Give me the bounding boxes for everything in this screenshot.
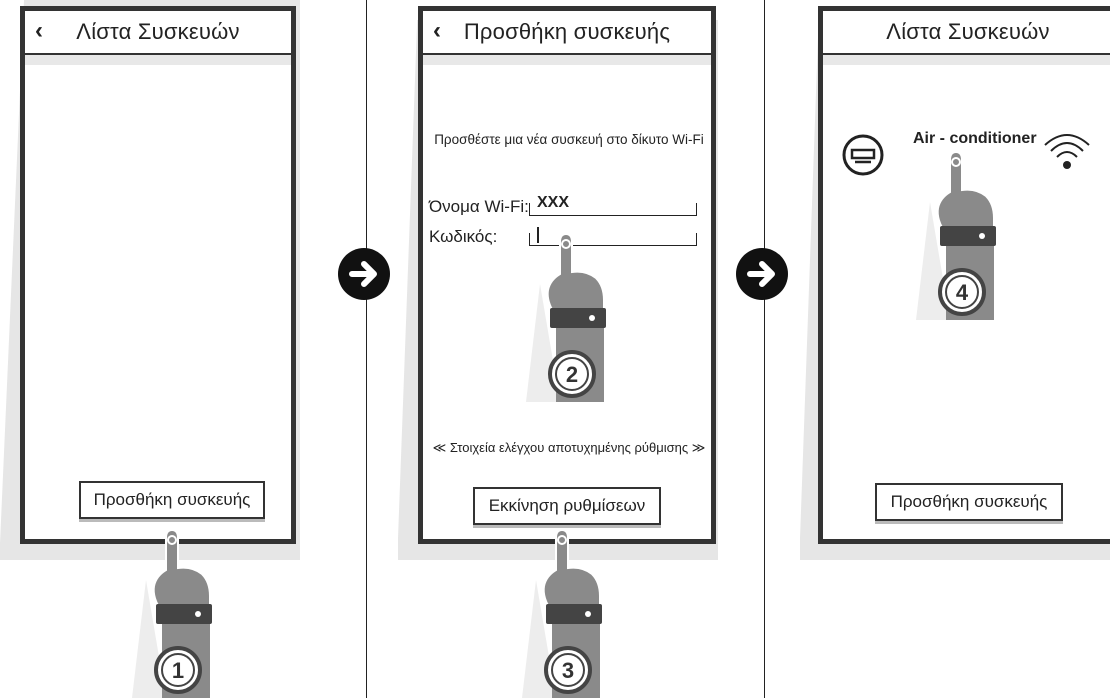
pointing-hand-icon: 2 <box>520 224 620 402</box>
page-title: Λίστα Συσκευών <box>823 19 1110 45</box>
failed-setup-link[interactable]: ≪ Στοιχεία ελέγχου αποτυχημένης ρύθμισης… <box>425 439 713 457</box>
wifi-name-value: XXX <box>537 193 569 213</box>
page-title: Λίστα Συσκευών <box>25 19 291 45</box>
header: ‹ Προσθήκη συσκευής <box>423 11 711 55</box>
pointing-hand-icon: 1 <box>126 520 226 698</box>
step-number-1: 1 <box>172 658 184 683</box>
next-step-arrow-right-circle-icon <box>338 248 390 300</box>
add-device-button[interactable]: Προσθήκη συσκευής <box>79 481 265 519</box>
password-label: Κωδικός: <box>429 227 497 247</box>
header: Λίστα Συσκευών <box>823 11 1110 55</box>
pointing-hand-icon: 4 <box>910 142 1010 320</box>
header: ‹ Λίστα Συσκευών <box>25 11 291 55</box>
step-number-3: 3 <box>562 658 574 683</box>
instruction-text: Προσθέστε μια νέα συσκευή στο δίκυτο Wi-… <box>427 131 711 149</box>
header-band <box>423 55 711 65</box>
phone-screen-device-list: ‹ Λίστα Συσκευών Προσθήκη συσκευής <box>20 6 296 544</box>
step-number-4: 4 <box>956 280 969 305</box>
wifi-icon <box>1041 129 1093 173</box>
wifi-name-label: Όνομα Wi-Fi: <box>429 197 529 217</box>
header-band <box>823 55 1110 65</box>
page-title: Προσθήκη συσκευής <box>423 19 711 45</box>
pointing-hand-icon: 3 <box>516 520 616 698</box>
header-band <box>25 55 291 65</box>
step-number-2: 2 <box>566 362 578 387</box>
wifi-name-field[interactable]: XXX <box>529 195 697 217</box>
divider-1 <box>366 0 367 698</box>
air-conditioner-icon <box>841 133 885 177</box>
divider-2 <box>764 0 765 698</box>
add-device-button[interactable]: Προσθήκη συσκευής <box>875 483 1063 521</box>
next-step-arrow-right-circle-icon <box>736 248 788 300</box>
